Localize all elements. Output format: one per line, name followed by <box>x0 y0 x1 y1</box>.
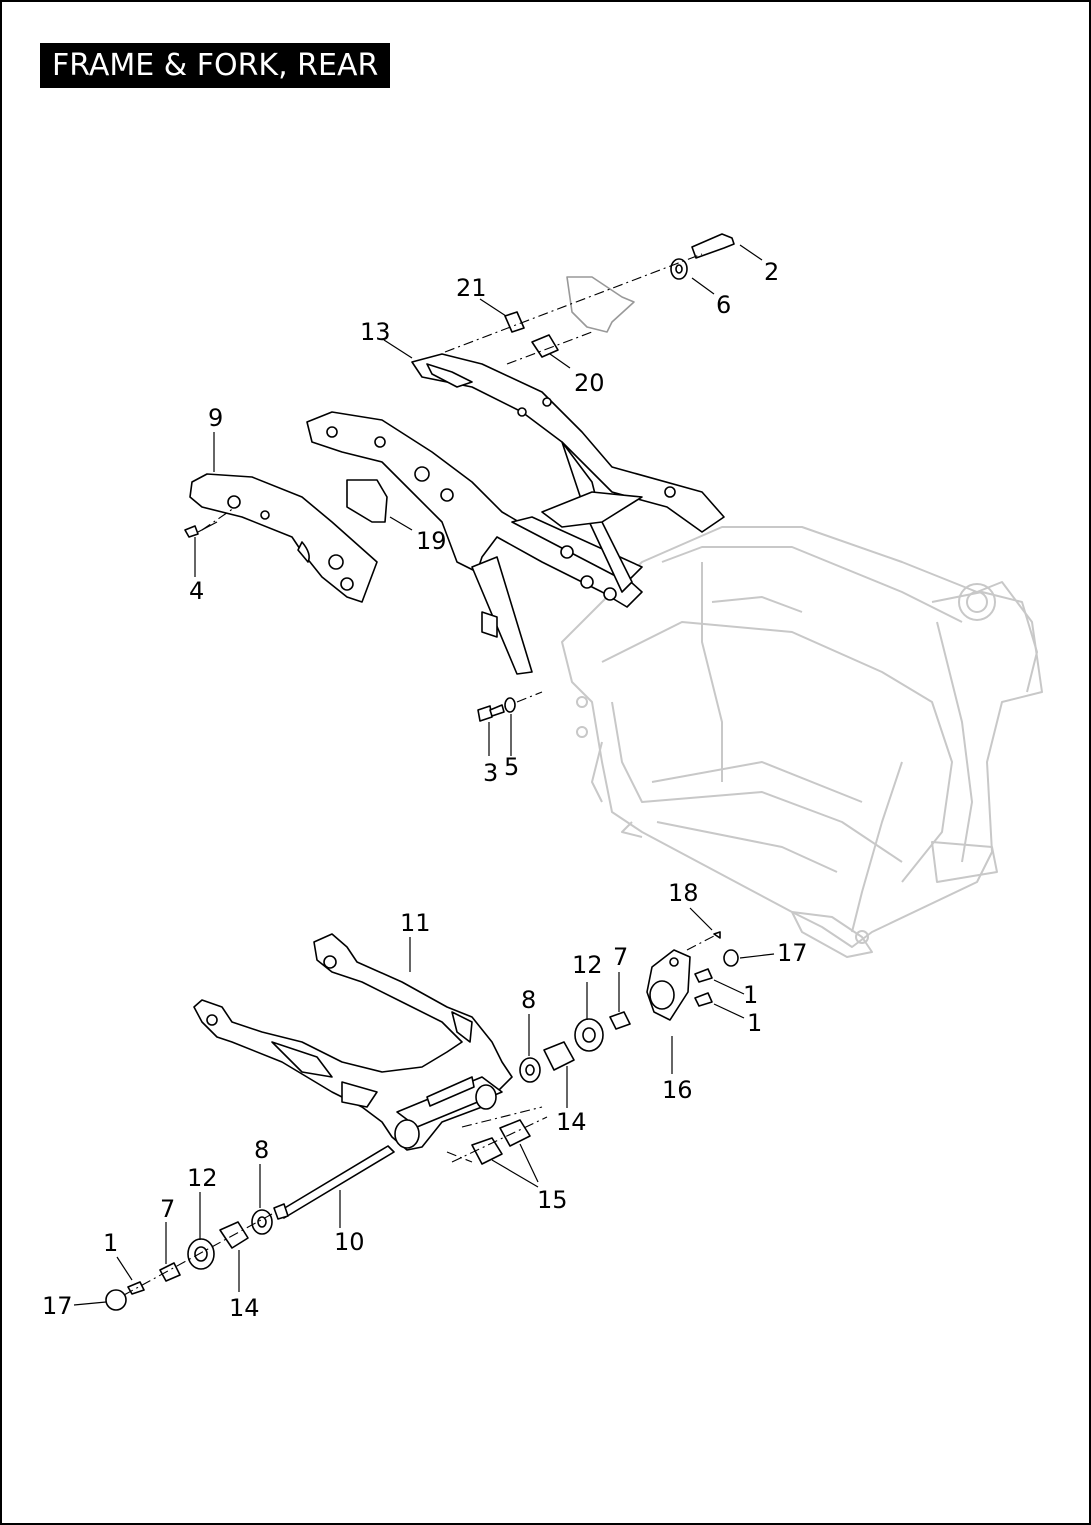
callout-2: 2 <box>764 258 779 286</box>
callout-20: 20 <box>574 369 605 397</box>
bushing-box <box>446 1106 548 1163</box>
leader-lines <box>73 244 775 1306</box>
callout-5: 5 <box>504 753 519 781</box>
callout-9: 9 <box>208 404 223 432</box>
callout-10: 10 <box>334 1228 365 1256</box>
centerline-bolt-3 <box>516 691 543 703</box>
callout-16: 16 <box>662 1076 693 1104</box>
callout-7-left: 7 <box>160 1195 175 1223</box>
callout-3: 3 <box>483 759 498 787</box>
callout-19: 19 <box>416 527 447 555</box>
bushings <box>471 1119 531 1165</box>
callout-14-right: 14 <box>556 1108 587 1136</box>
callout-17-right: 17 <box>777 939 808 967</box>
pivot-shaft-nut <box>273 1203 289 1220</box>
callout-1-right-upper: 1 <box>743 981 758 1009</box>
callout-12-right: 12 <box>572 951 603 979</box>
callout-7-right: 7 <box>613 943 628 971</box>
callout-8-right: 8 <box>521 986 536 1014</box>
centerline-top-2 <box>506 331 593 365</box>
callout-18: 18 <box>668 879 699 907</box>
frame-cover <box>189 473 378 603</box>
right-pivot-stack <box>519 1011 631 1083</box>
centerline-left-stack <box>123 1213 273 1296</box>
callout-6: 6 <box>716 291 731 319</box>
callout-17-left: 17 <box>42 1292 73 1320</box>
main-frame-ghost <box>561 526 1043 958</box>
plate <box>346 479 388 523</box>
callout-14-left: 14 <box>229 1294 260 1322</box>
centerline-bracket <box>686 935 715 951</box>
callout-15: 15 <box>537 1186 568 1214</box>
bracket <box>566 276 635 333</box>
callout-1-left: 1 <box>103 1229 118 1257</box>
callout-12-left: 12 <box>187 1164 218 1192</box>
page-title: FRAME & FORK, REAR <box>40 43 391 88</box>
callout-8-left: 8 <box>254 1136 269 1164</box>
callout-4: 4 <box>189 577 204 605</box>
screw-4 <box>184 521 218 538</box>
callout-1-right-lower: 1 <box>747 1009 762 1037</box>
rear-frame-section <box>306 353 725 675</box>
callout-11: 11 <box>400 909 431 937</box>
centerline-screw-4 <box>201 507 235 531</box>
centerline-top <box>444 253 703 353</box>
callout-labels: 2 6 21 13 20 9 19 4 3 5 18 17 1 1 16 11 … <box>42 258 808 1322</box>
bracket-16 <box>646 931 739 1021</box>
bolt-3-washer-5 <box>477 697 516 722</box>
pivot-shaft <box>277 1145 395 1219</box>
swingarm <box>193 933 513 1151</box>
callout-13: 13 <box>360 318 391 346</box>
callout-21: 21 <box>456 274 487 302</box>
